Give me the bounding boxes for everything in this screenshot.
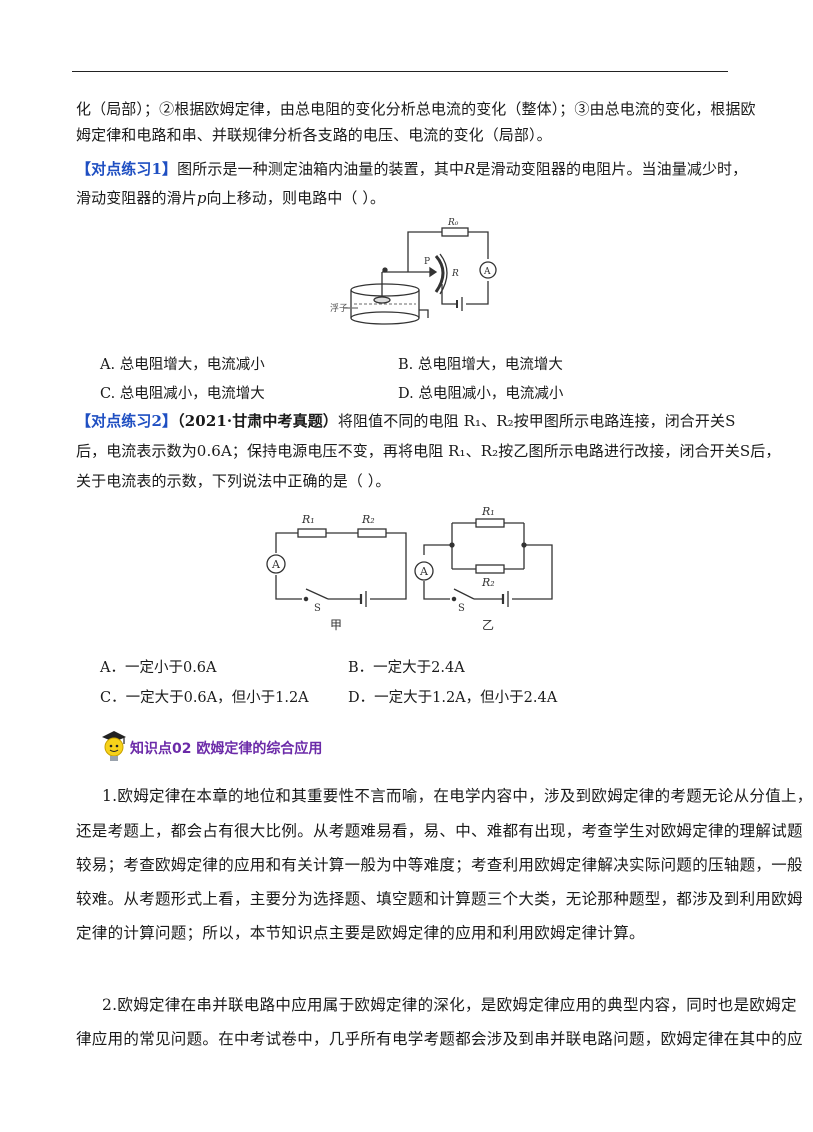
label-r: R [451, 269, 459, 279]
intro-line-1: 化（局部）；②根据欧姆定律，由总电阻的变化分析总电流的变化（整体）；③由总电流的… [76, 100, 756, 118]
variable-p: p [196, 189, 207, 207]
exercise-1-tag: 【对点练习1】 [76, 160, 178, 178]
para-1-line-5: 定律的计算问题；所以，本节知识点主要是欧姆定律的应用和利用欧姆定律计算。 [76, 924, 645, 942]
para-2-line-1: 2.欧姆定律在串并联电路中应用属于欧姆定律的深化，是欧姆定律应用的典型内容，同时… [102, 996, 797, 1014]
para-1-line-1: 1.欧姆定律在本章的地位和其重要性不言而喻，在电学内容中，涉及到欧姆定律的考题无… [102, 787, 813, 805]
ex1-option-d: D. 总电阻减小，电流减小 [398, 386, 564, 402]
exercise-2-line-2: 后，电流表示数为0.6A；保持电源电压不变，再将电阻 R₁、R₂按乙图所示电路进… [76, 442, 781, 460]
exercise-2-source: （2021·甘肃中考真题） [177, 412, 338, 430]
series-parallel-circuit-figure: R₁ R₂ A S 甲 R₁ R₂ A S 乙 [266, 505, 553, 632]
ex2-option-b: B．一定大于2.4A [348, 660, 465, 676]
label-p: P [424, 257, 430, 267]
exercise-1-text-2-cont: 向上移动，则电路中（ ）。 [206, 189, 386, 207]
exercise-1-line-1: 【对点练习1】图所示是一种测定油箱内油量的装置，其中R是滑动变阻器的电阻片。当油… [76, 160, 747, 178]
exercise-2-text: 将阻值不同的电阻 R₁、R₂按甲图所示电路连接，闭合开关S [337, 412, 736, 430]
left-label-r2: R₂ [361, 513, 375, 526]
left-ammeter-label: A [271, 558, 281, 571]
right-switch-label: S [458, 603, 465, 614]
ex2-option-a: A．一定小于0.6A [100, 660, 217, 676]
ammeter-label: A [483, 267, 491, 277]
ex1-option-c: C. 总电阻减小，电流增大 [100, 386, 265, 402]
exercise-2-line-1: 【对点练习2】（2021·甘肃中考真题）将阻值不同的电阻 R₁、R₂按甲图所示电… [76, 412, 736, 430]
exercise-1-text: 图所示是一种测定油箱内油量的装置，其中 [177, 160, 465, 178]
exercise-1-text-2: 滑动变阻器的滑片 [76, 189, 197, 207]
right-label-r1: R₁ [481, 505, 495, 518]
para-2-line-2: 律应用的常见问题。在中考试卷中，几乎所有电学考题都会涉及到串并联电路问题，欧姆定… [76, 1030, 803, 1048]
label-r0: R₀ [447, 218, 459, 228]
ex1-option-a: A. 总电阻增大，电流减小 [100, 357, 265, 373]
lightbulb-graduate-icon [102, 731, 126, 761]
header-rule [72, 71, 728, 72]
knowledge-point-title: 知识点02 欧姆定律的综合应用 [130, 741, 323, 757]
para-1-line-2: 还是考题上，都会占有很大比例。从考题难易看，易、中、难都有出现，考查学生对欧姆定… [76, 822, 803, 840]
right-label-r2: R₂ [481, 576, 495, 589]
para-1-line-4: 较难。从考题形式上看，主要分为选择题、填空题和计算题三个大类，无论那种题型，都涉… [76, 890, 803, 908]
para-1-line-3: 较易；考查欧姆定律的应用和有关计算一般为中等难度；考查利用欧姆定律解决实际问题的… [76, 856, 803, 874]
exercise-1-line-2: 滑动变阻器的滑片p向上移动，则电路中（ ）。 [76, 189, 736, 207]
variable-r: R [464, 160, 476, 178]
intro-line-2: 姆定律和电路和串、并联规律分析各支路的电压、电流的变化（局部）。 [76, 126, 552, 144]
ex2-option-c: C．一定大于0.6A，但小于1.2A [100, 690, 309, 706]
caption-right: 乙 [482, 618, 494, 632]
left-label-r1: R₁ [301, 513, 315, 526]
ex2-option-d: D．一定大于1.2A，但小于2.4A [348, 690, 558, 706]
exercise-1-text-cont: 是滑动变阻器的电阻片。当油量减少时， [475, 160, 748, 178]
exercise-2-line-3: 关于电流表的示数，下列说法中正确的是（ ）。 [76, 472, 391, 490]
left-switch-label: S [314, 603, 321, 614]
caption-left: 甲 [330, 618, 342, 632]
ex1-option-b: B. 总电阻增大，电流增大 [398, 357, 563, 373]
oil-tank-circuit-figure: R₀ P R A 浮子 [330, 218, 497, 325]
exercise-2-tag: 【对点练习2】 [76, 412, 178, 430]
float-label: 浮子 [330, 302, 348, 314]
right-ammeter-label: A [419, 565, 429, 578]
